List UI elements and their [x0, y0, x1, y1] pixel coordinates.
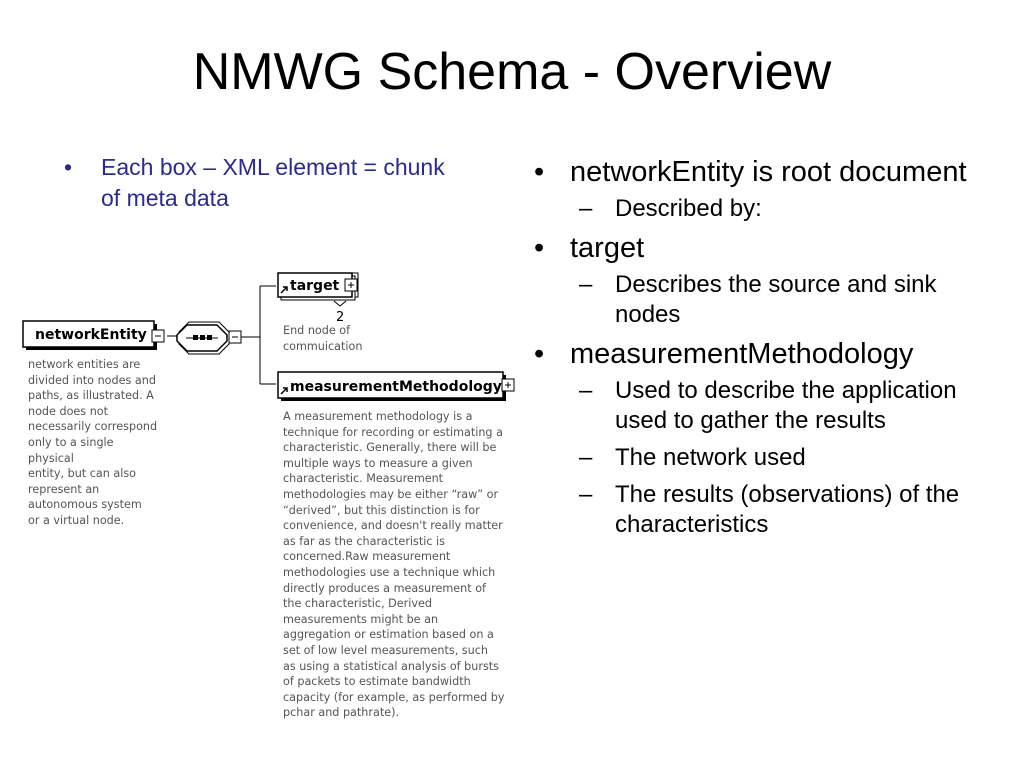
reference-arrow-icon	[280, 387, 288, 395]
sub-bullet-target-desc: – Describes the source and sink nodes	[530, 270, 1000, 330]
bullet-marker: •	[534, 156, 545, 188]
network-entity-node: networkEntity	[22, 320, 157, 350]
sub-bullet-text: Described by:	[615, 195, 762, 222]
network-entity-label: networkEntity	[35, 327, 147, 343]
bullet-text: measurementMethodology	[570, 338, 914, 370]
dash-marker: –	[579, 377, 593, 404]
sequence-collapse-icon[interactable]	[228, 330, 242, 344]
slide-title: NMWG Schema - Overview	[192, 43, 832, 101]
left-bullet: • Each box – XML element = chunk of meta…	[64, 152, 464, 214]
bullet-network-entity: • networkEntity is root document	[530, 155, 1000, 190]
sub-bullet-text: The results (observations) of the charac…	[615, 481, 960, 538]
schema-diagram: networkEntity	[0, 255, 525, 735]
network-entity-description: network entities are divided into nodes …	[28, 358, 158, 527]
node-box	[277, 371, 504, 399]
bullet-marker: •	[534, 232, 545, 264]
network-entity-collapse-icon[interactable]	[151, 329, 165, 343]
sub-bullet-text: Used to describe the application used to…	[615, 377, 957, 434]
measurement-methodology-description: A measurement methodology is a technique…	[283, 410, 505, 720]
left-bullet-text: Each box – XML element = chunk of meta d…	[101, 154, 445, 211]
dash-marker: –	[579, 444, 593, 471]
sub-bullet-application: – Used to describe the application used …	[530, 376, 1000, 436]
branch-connectors	[241, 285, 276, 385]
sequence-compositor-icon	[176, 321, 230, 355]
target-multiplicity: 2	[336, 310, 344, 325]
dash-marker: –	[579, 195, 593, 222]
bullet-text: target	[570, 232, 645, 264]
target-label: target	[290, 278, 340, 294]
bullet-marker: •	[64, 154, 73, 180]
sub-bullet-text: The network used	[615, 444, 806, 471]
measurement-methodology-node: measurementMethodology	[277, 371, 506, 401]
multiplicity-marker-icon	[333, 300, 347, 307]
target-node: target 2	[277, 272, 359, 325]
sub-bullet-text: Describes the source and sink nodes	[615, 271, 937, 328]
reference-arrow-icon	[280, 286, 288, 294]
node-box	[277, 272, 353, 298]
measurement-methodology-label: measurementMethodology	[290, 379, 502, 395]
bullet-measurement-methodology: • measurementMethodology	[530, 337, 1000, 372]
right-bullet-list: • networkEntity is root document – Descr…	[530, 155, 1000, 547]
target-description: End node of commuication	[283, 324, 363, 353]
node-box	[22, 320, 155, 348]
dash-marker: –	[579, 271, 593, 298]
sub-bullet-results: – The results (observations) of the char…	[530, 480, 1000, 540]
measurement-methodology-expand-icon[interactable]	[501, 378, 515, 392]
schema-diagram-svg: networkEntity	[22, 272, 515, 401]
bullet-target: • target	[530, 231, 1000, 266]
target-expand-icon[interactable]	[344, 278, 358, 292]
sub-bullet-described-by: – Described by:	[530, 194, 1000, 224]
sub-bullet-network: – The network used	[530, 443, 1000, 473]
dash-marker: –	[579, 481, 593, 508]
bullet-marker: •	[534, 338, 545, 370]
bullet-text: networkEntity is root document	[570, 156, 967, 188]
